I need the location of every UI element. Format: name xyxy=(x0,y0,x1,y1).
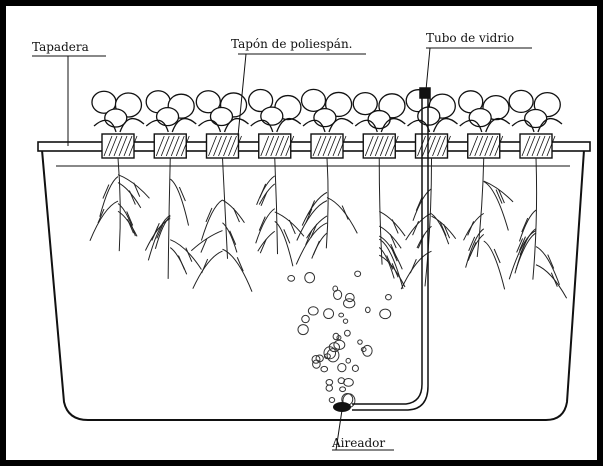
plant-roots xyxy=(256,158,304,266)
air-bubble xyxy=(344,378,354,386)
air-bubble xyxy=(302,315,310,322)
foam-plug xyxy=(102,134,137,158)
air-bubble xyxy=(308,307,318,315)
label-aerator: Aireador xyxy=(332,436,385,450)
plant-leaves xyxy=(92,89,562,132)
tank xyxy=(42,150,584,420)
air-bubble xyxy=(380,309,391,319)
air-bubble xyxy=(339,313,344,317)
air-bubble xyxy=(343,319,347,323)
foam-plug xyxy=(416,134,451,158)
foam-plug xyxy=(520,134,555,158)
air-bubble xyxy=(340,387,346,392)
air-bubble xyxy=(326,385,332,391)
air-bubble xyxy=(345,330,351,336)
air-bubble xyxy=(358,340,363,344)
air-bubble xyxy=(386,294,392,299)
plant xyxy=(92,91,144,132)
foam-plug xyxy=(259,134,294,158)
air-bubble xyxy=(313,360,321,368)
plant xyxy=(509,90,562,132)
air-bubble xyxy=(305,273,315,283)
foam-plug xyxy=(363,134,398,158)
plant-roots xyxy=(296,158,357,264)
air-bubble xyxy=(326,379,333,385)
label-lid: Tapadera xyxy=(32,40,89,54)
air-bubble xyxy=(338,363,346,371)
air-bubble xyxy=(365,307,370,313)
air-bubble xyxy=(298,325,308,335)
foam-plug xyxy=(154,134,189,158)
air-bubble xyxy=(329,397,334,402)
foam-plugs xyxy=(102,134,555,158)
hydroponic-tank-diagram xyxy=(6,6,597,460)
air-bubble xyxy=(355,271,361,276)
plant xyxy=(406,90,457,132)
foam-plug xyxy=(207,134,242,158)
air-bubble xyxy=(321,366,328,371)
tube-leader xyxy=(426,48,532,90)
foam-plug xyxy=(311,134,346,158)
plant-roots xyxy=(145,158,201,279)
air-bubble xyxy=(288,276,295,282)
air-bubble xyxy=(345,293,354,301)
plant-roots xyxy=(90,158,150,251)
plant-roots xyxy=(379,158,405,289)
air-bubbles xyxy=(288,271,392,407)
plant xyxy=(146,91,196,132)
roots xyxy=(90,158,567,298)
diagram-frame: Tapadera Tapón de poliespán. Tubo de vid… xyxy=(6,6,597,460)
plant xyxy=(301,89,353,132)
plant xyxy=(249,90,301,132)
tank-outline xyxy=(42,150,584,420)
air-bubble xyxy=(324,309,334,319)
label-foam-plug: Tapón de poliespán. xyxy=(231,37,353,51)
air-bubble xyxy=(346,358,351,363)
plant xyxy=(353,93,405,132)
label-glass-tube: Tubo de vidrio xyxy=(426,31,514,45)
lid xyxy=(38,134,590,158)
plant xyxy=(459,91,510,132)
air-bubble xyxy=(352,365,358,371)
foam-plug xyxy=(468,134,503,158)
plant-roots xyxy=(464,158,514,289)
plant-roots xyxy=(509,158,566,298)
air-bubble xyxy=(333,333,339,339)
plant-roots xyxy=(191,158,252,292)
air-bubble xyxy=(334,290,342,299)
